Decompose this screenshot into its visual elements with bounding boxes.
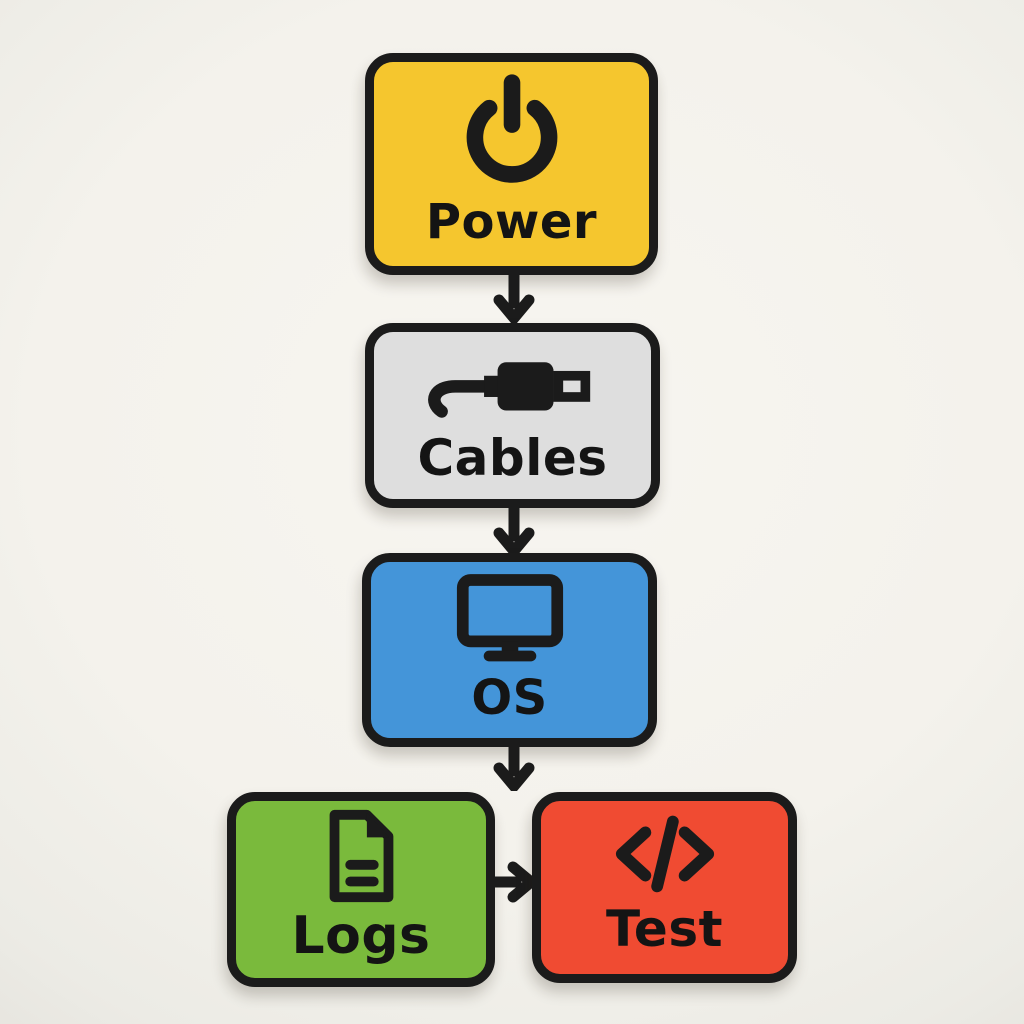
plug-icon xyxy=(374,332,651,433)
node-os: OS xyxy=(362,553,657,747)
connector-cables-to-os-arrow-icon xyxy=(493,506,535,556)
node-cables-label: Cables xyxy=(417,429,608,487)
node-cables: Cables xyxy=(365,323,660,508)
node-test-label: Test xyxy=(605,900,724,958)
node-os-label: OS xyxy=(471,670,548,726)
connector-os-down-arrow-icon xyxy=(493,745,535,791)
power-icon xyxy=(374,62,649,198)
code-icon xyxy=(541,801,788,904)
node-test: Test xyxy=(532,792,797,983)
document-icon xyxy=(236,801,486,910)
node-power-label: Power xyxy=(425,194,598,250)
node-power: Power xyxy=(365,53,658,275)
node-logs-label: Logs xyxy=(291,906,431,966)
node-logs: Logs xyxy=(227,792,495,987)
connector-logs-to-test-arrow-icon xyxy=(492,861,536,903)
connector-power-to-cables-arrow-icon xyxy=(493,273,535,323)
monitor-icon xyxy=(371,562,648,674)
